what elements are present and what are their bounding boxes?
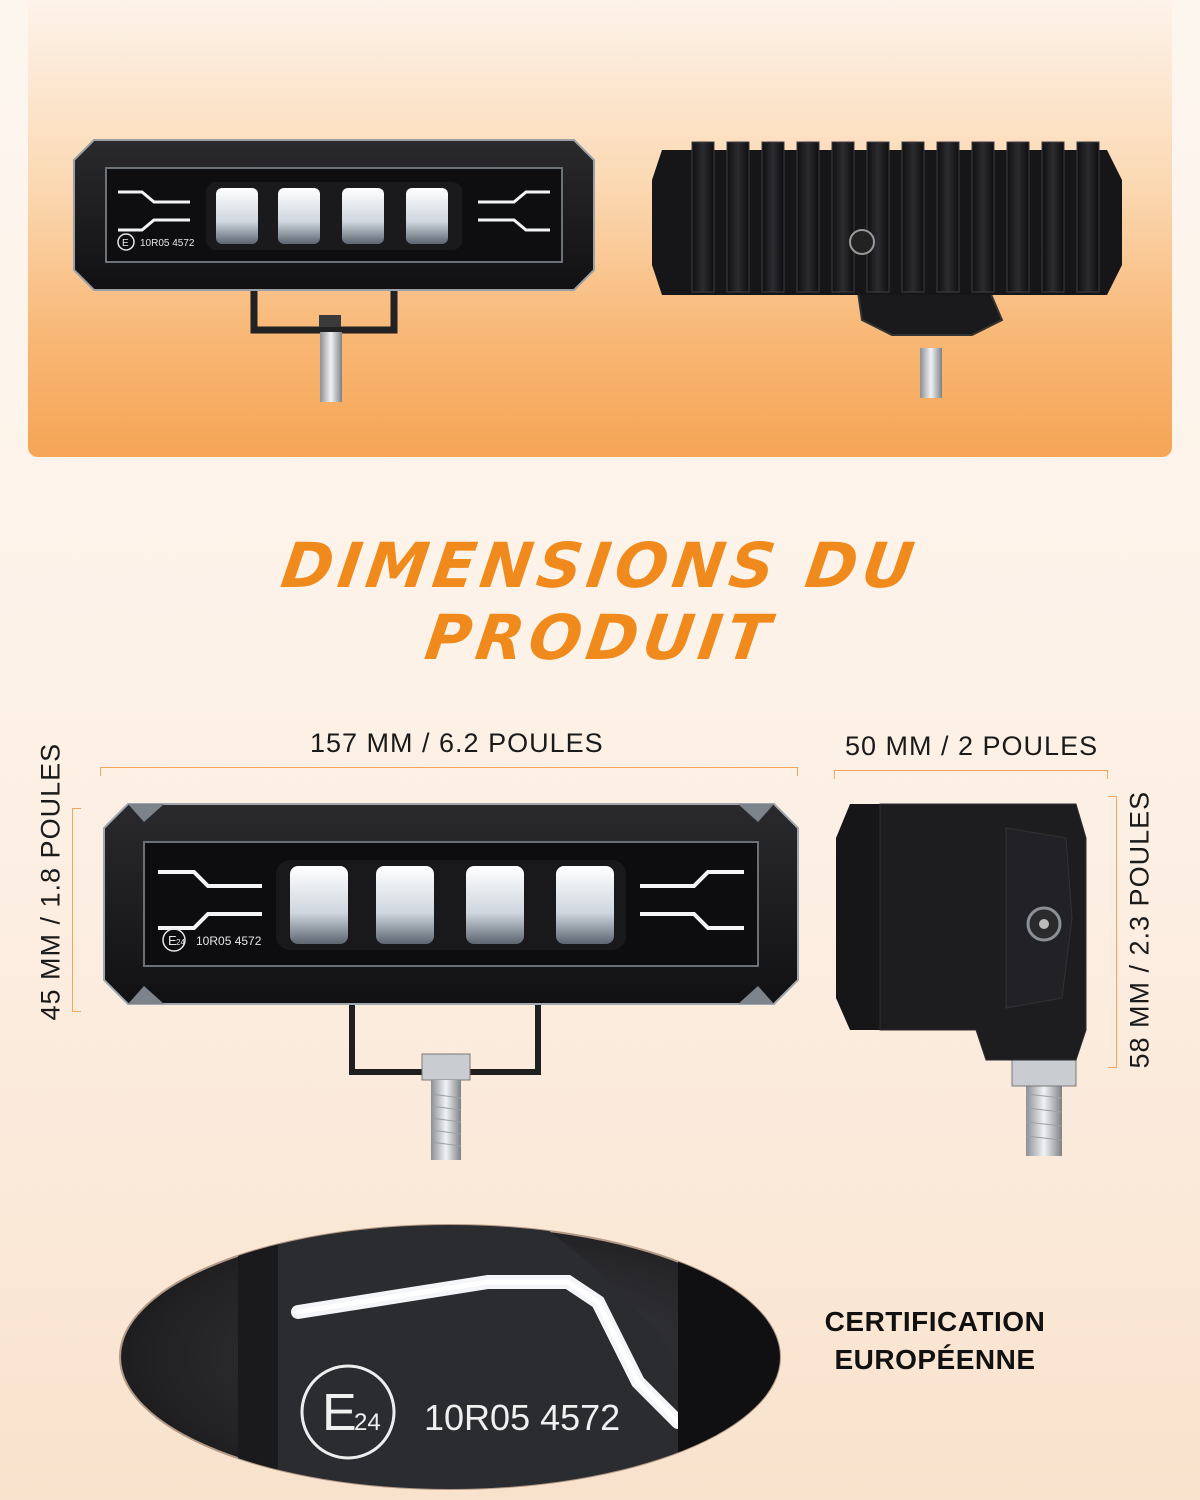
height-dimension-bracket — [72, 808, 81, 1012]
height-dimension-label: 45 MM / 1.8 POULES — [35, 742, 66, 1021]
depth-dimension-bracket — [834, 770, 1108, 779]
svg-text:E: E — [122, 238, 129, 249]
certification-line1: CERTIFICATION — [824, 1306, 1046, 1337]
width-dimension-bracket — [100, 767, 798, 776]
e-mark-letter: E — [322, 1384, 357, 1442]
width-dimension-label: 157 MM / 6.2 POULES — [310, 728, 604, 758]
certification-text: CERTIFICATION EUROPÉENNE — [800, 1303, 1070, 1379]
e-mark-number: 24 — [354, 1409, 381, 1436]
page-title-line2: PRODUIT — [420, 601, 780, 674]
svg-text:24: 24 — [176, 938, 185, 947]
light-bar-front-dimension-photo: E 24 10R05 4572 — [103, 803, 799, 1160]
svg-text:E: E — [168, 933, 177, 948]
light-bar-rear-photo — [652, 141, 1122, 398]
light-bar-side-photo — [836, 803, 1087, 1156]
marking-code-large: 10R05 4572 — [424, 1397, 620, 1438]
certification-closeup-photo: E 24 10R05 4572 — [119, 1224, 781, 1490]
light-bar-front-photo: E 10R05 4572 — [73, 139, 595, 402]
side-height-dimension-bracket — [1108, 796, 1117, 1068]
certification-line2: EUROPÉENNE — [834, 1344, 1036, 1375]
marking-code-small: 10R05 4572 — [140, 238, 195, 249]
side-height-dimension-label: 58 MM / 2.3 POULES — [1124, 790, 1155, 1069]
depth-dimension-label: 50 MM / 2 POULES — [845, 731, 1099, 761]
marking-code-medium: 10R05 4572 — [196, 934, 262, 948]
page-title-line1: DIMENSIONS DU — [277, 529, 924, 602]
